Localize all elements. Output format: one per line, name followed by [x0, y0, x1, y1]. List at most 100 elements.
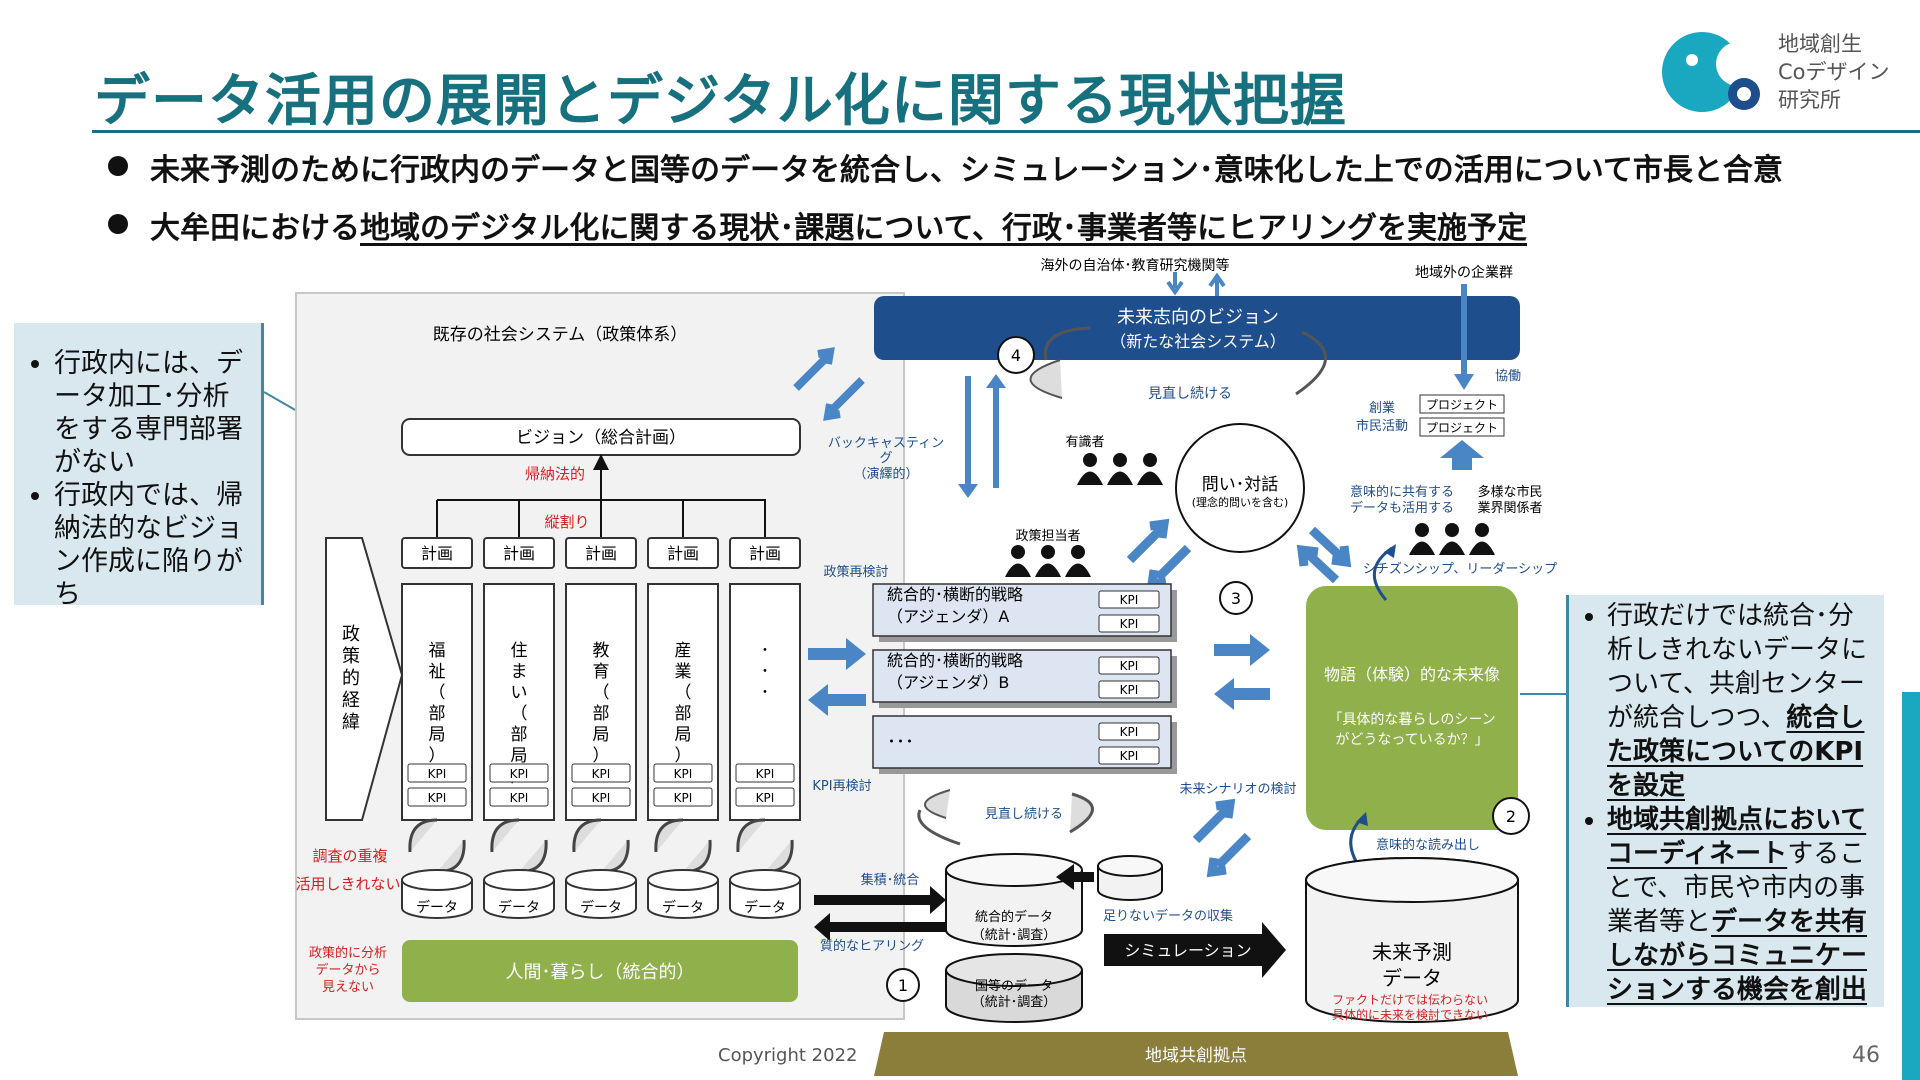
num-1 [886, 968, 920, 1002]
existing-system-label: 既存の社会システム（政策体系） [433, 325, 688, 345]
data-cylinder [483, 869, 555, 891]
person-icon [1041, 545, 1055, 559]
review-cont-label-1: 見直し続ける [1148, 385, 1232, 402]
experts-label: 有識者 [1065, 435, 1104, 450]
story-q-2: がどうなっているか？」 [1335, 732, 1488, 748]
data-label: データ [662, 899, 704, 916]
plan-box [401, 537, 473, 569]
data-cylinder [647, 869, 719, 891]
kpi-review-label: KPI再検討 [812, 778, 871, 794]
project-box-2 [1419, 417, 1505, 437]
kpi-label: KPI [428, 767, 447, 781]
overseas-label: 海外の自治体･教育研究機関等 [1041, 257, 1230, 274]
policy-history-arrow [325, 537, 404, 821]
page-title: データ活用の展開とデジタル化に関する現状把握 [94, 69, 1347, 134]
person-icon [1475, 523, 1489, 537]
dept-label: 教育（部局） [593, 641, 610, 766]
num-4 [997, 336, 1035, 374]
kpi-label: KPI [1120, 683, 1139, 697]
plan-box [483, 537, 555, 569]
plan-label: 計画 [749, 544, 781, 563]
right-note-item-1: 行政だけでは統合･分析しきれないデータについて、共創センターが統合しつつ、統合し… [1607, 599, 1878, 803]
kpi-label: KPI [674, 767, 693, 781]
kpi-label: KPI [1120, 617, 1139, 631]
right-note: 行政だけでは統合･分析しきれないデータについて、共創センターが統合しつつ、統合し… [1566, 595, 1884, 1007]
bullet-1: 未来予測のために行政内のデータと国等のデータを統合し、シミュレーション･意味化し… [108, 145, 1783, 189]
kpi-box [1098, 680, 1160, 699]
officials-label: 政策担当者 [1015, 528, 1080, 544]
kpi-box [735, 763, 795, 783]
svg-text:プロジェクト: プロジェクト [1426, 398, 1498, 412]
right-note-item-2: 地域共創拠点においてコーディネートすることで、市民や市内の事業者等とデータを共有… [1607, 803, 1878, 1007]
svg-text:3: 3 [1231, 589, 1241, 608]
integrated-data-2: （統計･調査） [972, 927, 1057, 943]
hub-label: 地域共創拠点 [1145, 1046, 1247, 1066]
strategy-a-2: （アジェンダ）A [887, 607, 1009, 626]
kpi-box [653, 787, 713, 807]
creation-1: 創業 [1369, 400, 1395, 416]
strategy-b-2: （アジェンダ）B [887, 673, 1009, 692]
plan-box [647, 537, 719, 569]
fact-only-2: 具体的に未来を検討できない [1332, 1007, 1488, 1022]
person-icon [1071, 545, 1085, 559]
kpi-label: KPI [428, 791, 447, 805]
backcasting-3: （演繹的） [853, 466, 918, 482]
policy-invisible-1: 政策的に分析 [309, 945, 387, 961]
svg-text:1: 1 [898, 976, 908, 995]
vertical-label: 縦割り [544, 513, 589, 531]
policy-invisible-3: 見えない [322, 980, 374, 995]
kpi-box [571, 787, 631, 807]
future-vision-2: （新たな社会システム） [1110, 332, 1286, 351]
kpi-label: KPI [592, 767, 611, 781]
data-cylinder [729, 869, 801, 891]
forecast-cylinder [1305, 880, 1519, 1023]
person-icon [1113, 453, 1127, 467]
national-data-1: 国等のデータ [975, 978, 1053, 994]
forecast-2: データ [1382, 966, 1442, 990]
data-cylinder [401, 869, 473, 891]
citizenship-label: シチズンシップ、リーダーシップ [1363, 561, 1557, 577]
kpi-box [1098, 656, 1160, 675]
diverse-2: 業界関係者 [1477, 500, 1542, 516]
inductive-label: 帰納法的 [525, 465, 585, 483]
kpi-box [489, 763, 549, 783]
bullet-2: 大牟田における地域のデジタル化に関する現状･課題について、行政･事業者等にヒアリ… [108, 203, 1527, 247]
kpi-label: KPI [510, 791, 529, 805]
kpi-box [1098, 746, 1160, 765]
backcasting-1: バックキャスティン [828, 436, 944, 451]
project-box-1 [1419, 394, 1505, 414]
kpi-box [1098, 722, 1160, 741]
kpi-label: KPI [1120, 659, 1139, 673]
strategy-etc: ･･･ [887, 732, 914, 753]
left-note-item: 行政内には、データ加工･分析をする専門部署がない [54, 347, 253, 479]
forecast-1: 未来予測 [1372, 940, 1452, 964]
kpi-label: KPI [1120, 593, 1139, 607]
diverse-1: 多様な市民 [1477, 484, 1542, 500]
kpi-label: KPI [756, 791, 775, 805]
human-life-box [402, 940, 798, 1002]
data-label: データ [416, 899, 458, 916]
dialogue-1: 問い･対話 [1202, 475, 1279, 495]
simulation-label: シミュレーション [1124, 941, 1251, 960]
person-icon [1083, 453, 1097, 467]
national-data-2: （統計･調査） [972, 994, 1057, 1010]
svg-text:4: 4 [1011, 346, 1021, 365]
integrated-data-1: 統合的データ [975, 909, 1053, 925]
lacking-data-label: 足りないデータの収集 [1103, 908, 1233, 924]
kpi-label: KPI [756, 767, 775, 781]
data-label: データ [580, 899, 622, 916]
creation-2: 市民活動 [1356, 418, 1408, 434]
person-icon [1445, 523, 1459, 537]
dept-label: 産業（部局） [675, 641, 692, 766]
kpi-label: KPI [592, 791, 611, 805]
data-cylinder [565, 869, 637, 891]
kpi-label: KPI [510, 767, 529, 781]
small-data-cylinder [1097, 855, 1163, 877]
future-vision-1: 未来志向のビジョン [1117, 307, 1279, 328]
kpi-box [735, 787, 795, 807]
backcasting-2: グ [879, 451, 892, 466]
hub-bar [874, 1032, 1518, 1076]
dept-label: ･･･ [761, 641, 770, 703]
kpi-box [407, 763, 467, 783]
